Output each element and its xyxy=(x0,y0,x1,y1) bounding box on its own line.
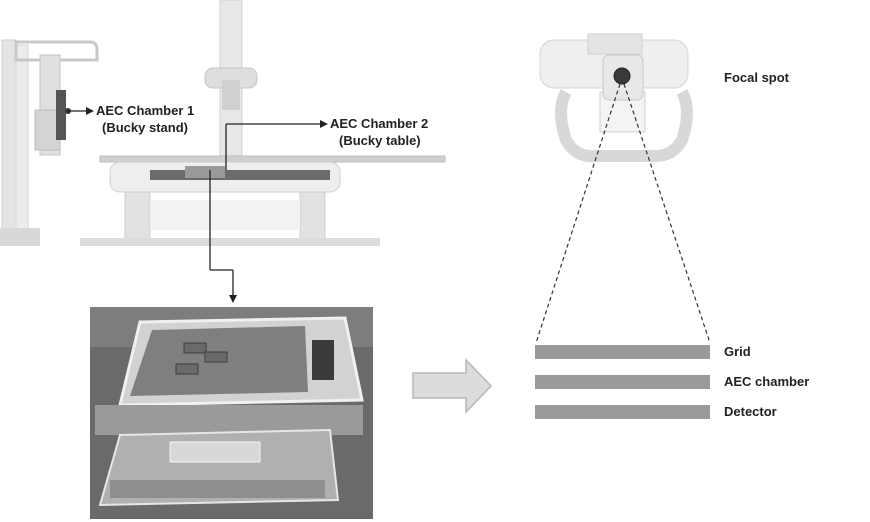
aec-chamber-label: AEC chamber xyxy=(724,374,810,389)
bucky-stand xyxy=(0,39,99,246)
grid-layer xyxy=(535,345,710,359)
detail-pointer xyxy=(209,170,237,303)
xray-tube xyxy=(539,33,693,163)
bucky-table xyxy=(80,155,446,246)
aec2-label-line1: AEC Chamber 2 xyxy=(330,116,429,131)
transition-arrow xyxy=(412,358,493,414)
detector-label: Detector xyxy=(724,404,777,419)
beam-left-edge xyxy=(535,83,621,344)
grid-label: Grid xyxy=(724,344,751,359)
beam-right-edge xyxy=(623,83,711,344)
aec1-label-line1: AEC Chamber 1 xyxy=(96,103,195,118)
aec1-pointer xyxy=(65,107,94,115)
aec1-label-line2: (Bucky stand) xyxy=(102,120,188,135)
detector-tray-photo xyxy=(90,307,373,519)
focal-spot-label: Focal spot xyxy=(724,70,790,85)
aec2-pointer xyxy=(225,120,328,170)
aec-chamber-layer xyxy=(535,375,710,389)
detector-layer xyxy=(535,405,710,419)
aec2-label-line2: (Bucky table) xyxy=(339,133,421,148)
focal-spot-marker xyxy=(613,67,631,85)
tube-column xyxy=(204,0,258,171)
